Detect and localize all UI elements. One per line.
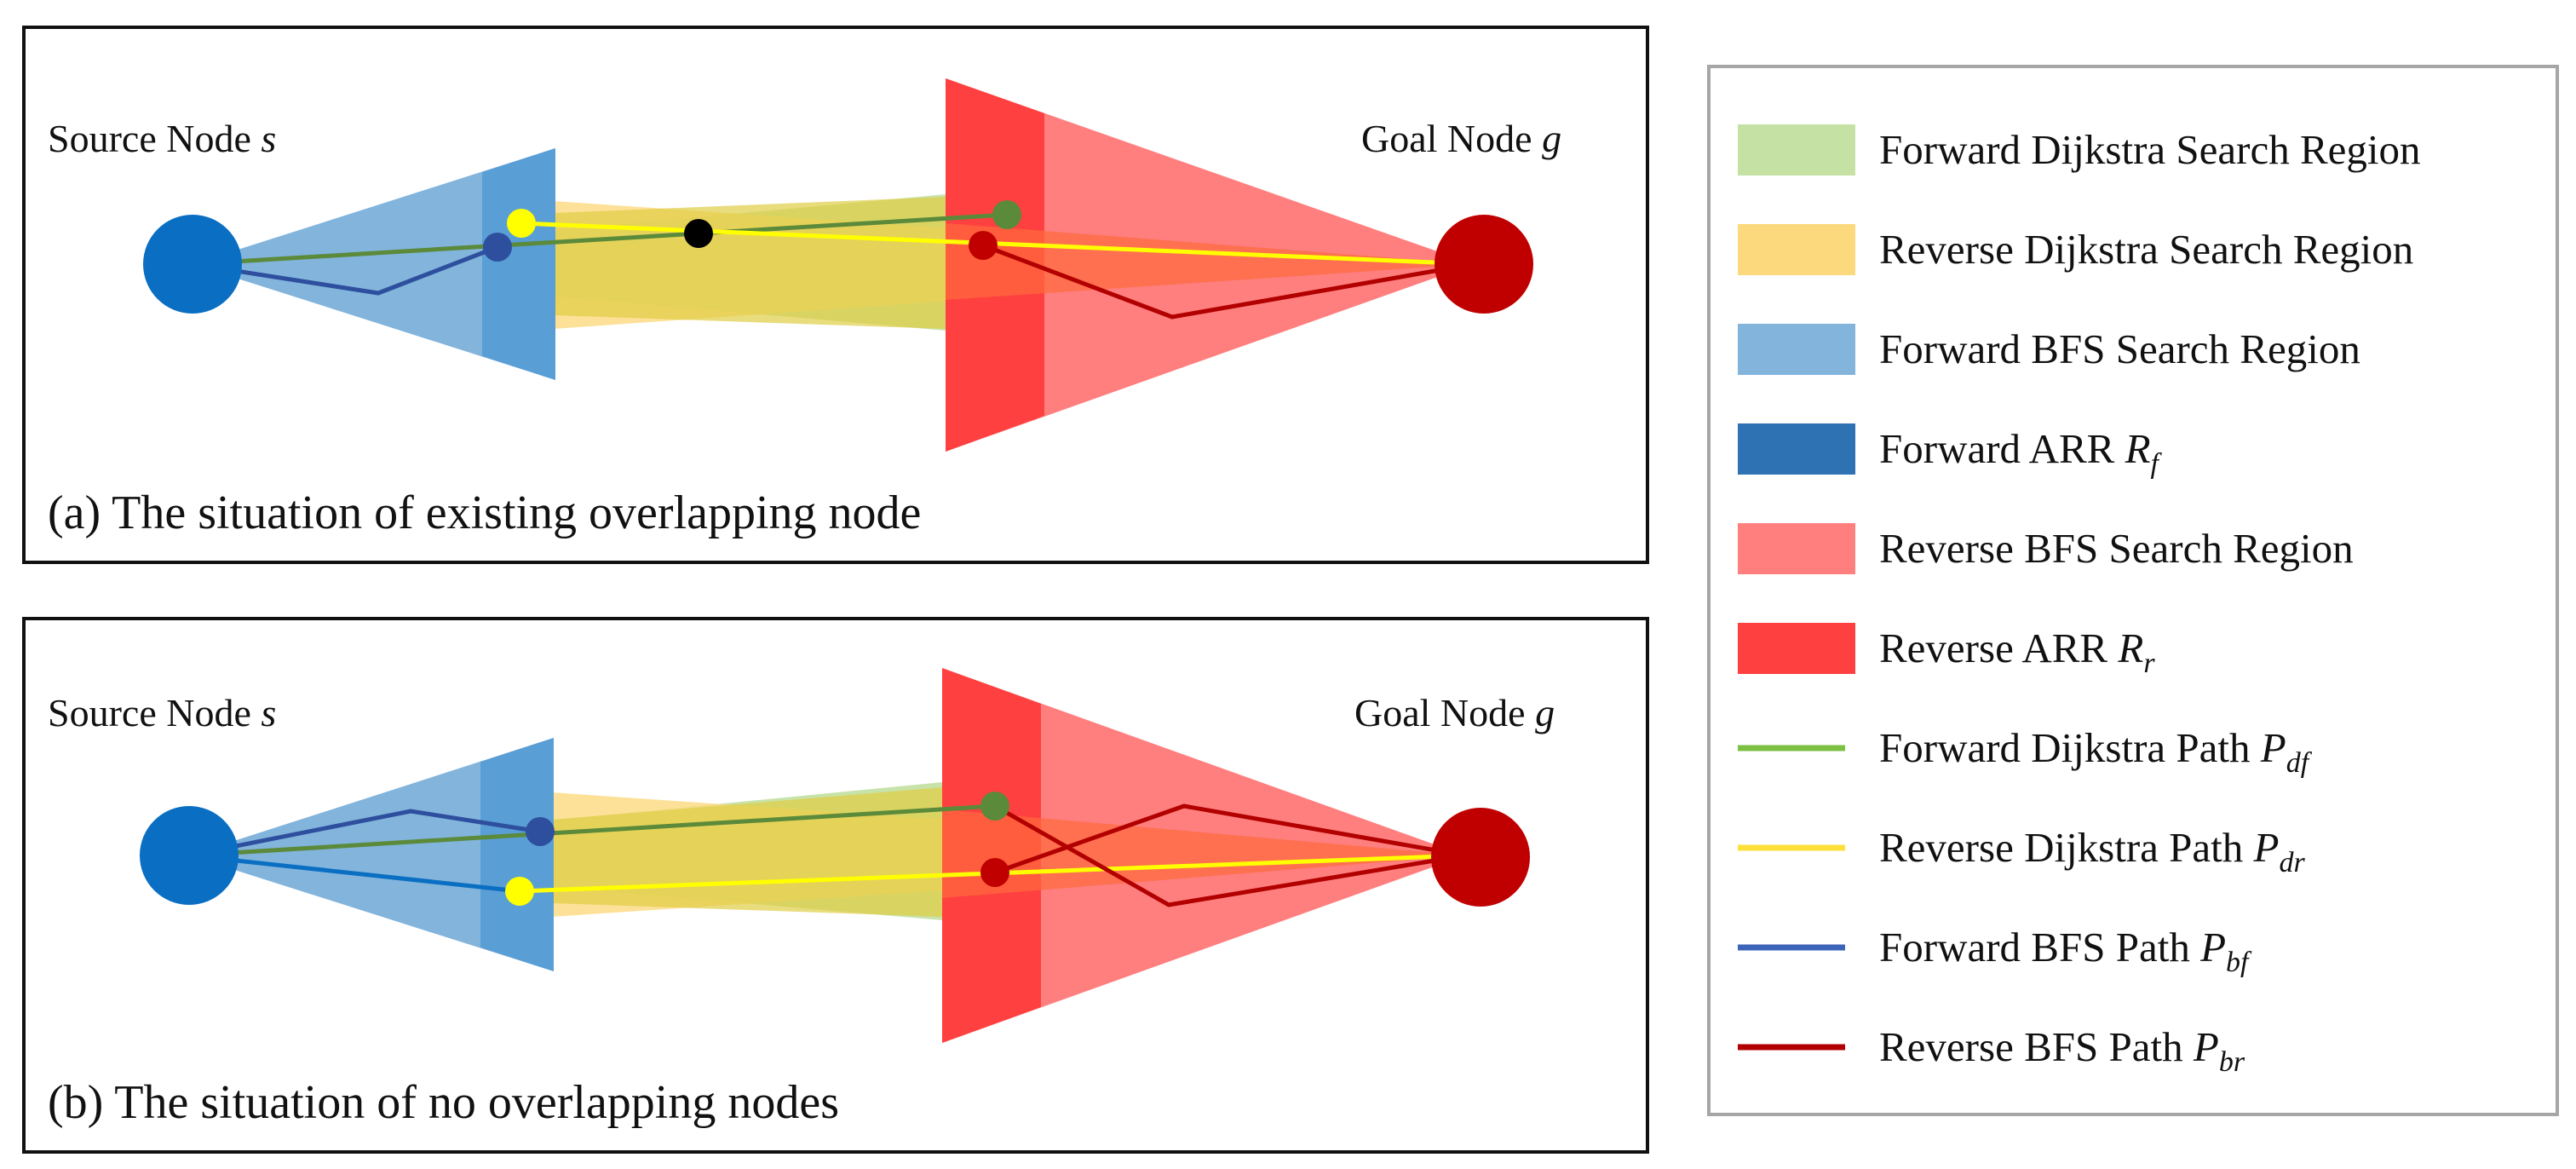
legend-label: Reverse Dijkstra Path Pdr (1879, 824, 2305, 878)
goal-node (1431, 808, 1530, 907)
reverse-bfs-path (994, 803, 1466, 875)
panel-a-caption: (a) The situation of existing overlappin… (48, 487, 921, 539)
legend-item: Forward BFS Search Region (1738, 324, 2360, 375)
legend-swatch-patch (1738, 124, 1855, 176)
legend-label: Forward Dijkstra Path Pdf (1879, 724, 2313, 779)
source-node (143, 215, 242, 314)
legend-label: Reverse BFS Search Region (1879, 525, 2354, 572)
panel-a: Source Node s Goal Node g (a) The situat… (22, 26, 1649, 564)
legend-item: Reverse BFS Path Pbr (1738, 1023, 2245, 1078)
legend-item: Forward ARR Rf (1738, 423, 2163, 480)
forward-arr (480, 738, 554, 971)
legend-swatch-patch (1738, 623, 1855, 674)
forward-bfs-path (192, 245, 498, 296)
legend-item: Forward Dijkstra Path Pdf (1738, 724, 2313, 779)
legend-swatch-patch (1738, 224, 1855, 275)
legend-label: Forward BFS Search Region (1879, 325, 2360, 372)
panel-b-caption: (b) The situation of no overlapping node… (48, 1076, 839, 1129)
legend-item: Reverse ARR Rr (1738, 623, 2155, 679)
goal-node-label: Goal Node g (1354, 691, 1555, 734)
forward-dijkstra-endpoint (980, 792, 1009, 821)
reverse-dijkstra-endpoint (505, 877, 534, 906)
forward-bfs-path-lower (188, 853, 520, 894)
forward-bfs-region (193, 148, 555, 380)
legend-label: Reverse Dijkstra Search Region (1879, 226, 2413, 273)
source-node (140, 806, 239, 905)
forward-dijkstra-path (188, 803, 996, 858)
legend-item: Reverse BFS Search Region (1738, 523, 2354, 574)
legend-swatch-patch (1738, 523, 1855, 574)
legend-swatch-patch (1738, 324, 1855, 375)
legend-swatch-patch (1738, 423, 1855, 475)
forward-bfs-endpoint (483, 233, 512, 262)
forward-dijkstra-endpoint (992, 200, 1021, 229)
legend-item: Reverse Dijkstra Path Pdr (1738, 824, 2305, 878)
legend-label: Forward ARR Rf (1879, 425, 2163, 480)
reverse-dijkstra-endpoint (507, 209, 536, 238)
forward-bfs-endpoint (526, 817, 555, 846)
reverse-bfs-endpoint (980, 858, 1009, 887)
forward-bfs-path (188, 809, 541, 858)
goal-node-label: Goal Node g (1361, 117, 1561, 160)
legend-label: Forward Dijkstra Search Region (1879, 126, 2421, 173)
panel-b: Source Node s Goal Node g (b) The situat… (22, 617, 1649, 1154)
goal-node (1435, 215, 1533, 314)
legend-item: Reverse Dijkstra Search Region (1738, 224, 2413, 275)
dijkstra-overlap-region (554, 197, 946, 329)
legend-item: Forward BFS Path Pbf (1738, 924, 2252, 978)
reverse-bfs-dijkstra-overlap (942, 809, 1465, 898)
source-node-label: Source Node s (48, 117, 276, 160)
overlapping-node (684, 219, 713, 248)
forward-bfs-region (189, 738, 554, 971)
legend-label: Forward BFS Path Pbf (1879, 924, 2252, 978)
source-node-label: Source Node s (48, 691, 276, 734)
reverse-dijkstra-path (520, 221, 1475, 267)
legend-label: Reverse ARR Rr (1879, 625, 2155, 679)
legend-label: Reverse BFS Path Pbr (1879, 1023, 2245, 1078)
forward-arr (482, 148, 555, 380)
legend-item: Forward Dijkstra Search Region (1738, 124, 2421, 176)
reverse-bfs-path (982, 243, 1475, 320)
reverse-bfs-endpoint (969, 231, 998, 260)
reverse-bfs-path-alt (993, 803, 1466, 907)
